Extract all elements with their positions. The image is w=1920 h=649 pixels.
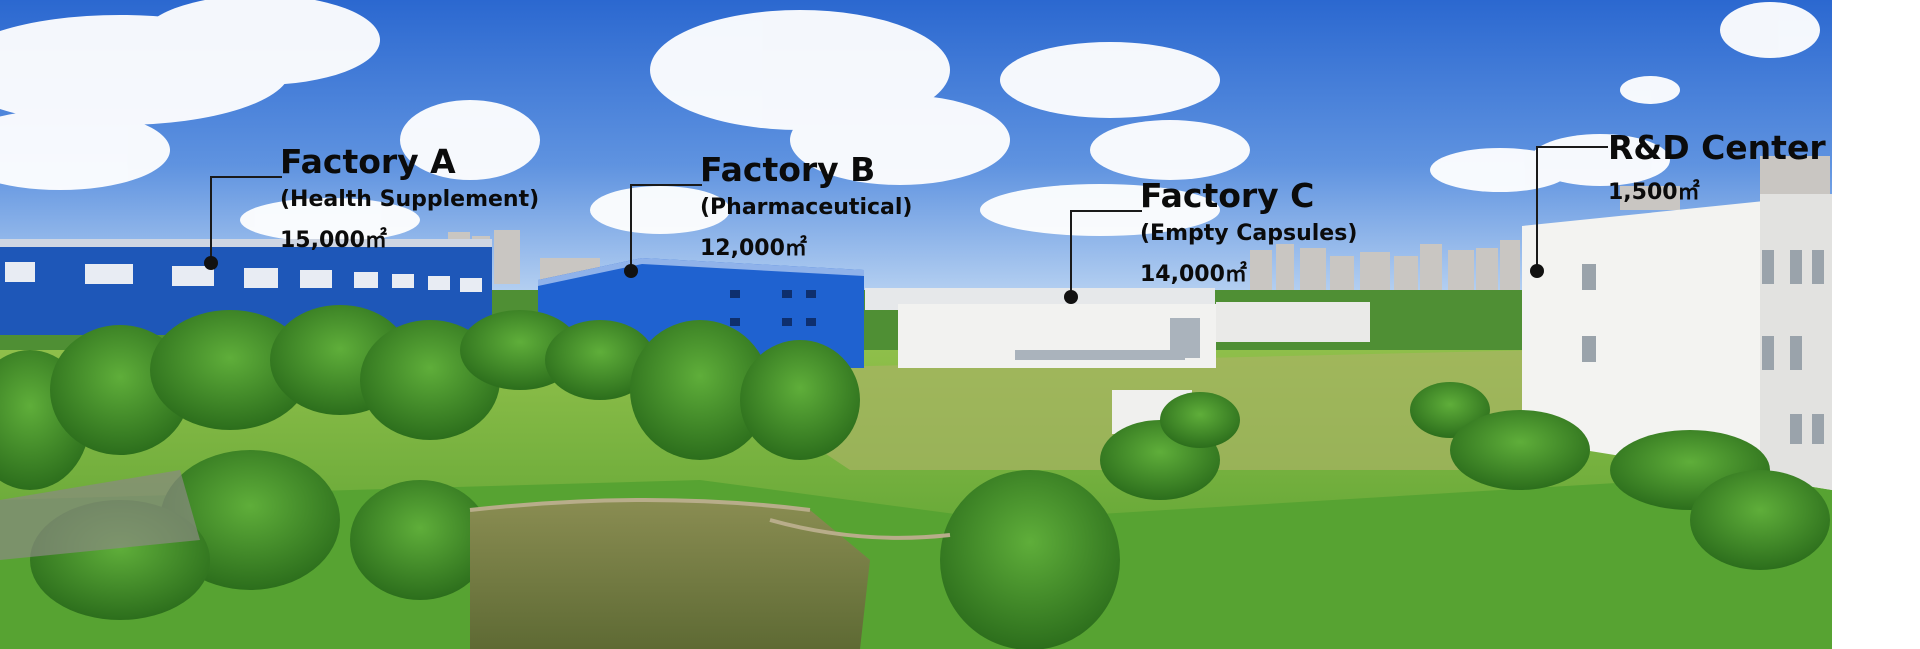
callout-subtitle: (Health Supplement) bbox=[280, 187, 540, 212]
rd-center-building bbox=[1112, 194, 1832, 490]
callout-title: Factory C bbox=[1140, 176, 1315, 215]
page-margin bbox=[1832, 0, 1920, 649]
marker-dot bbox=[1064, 290, 1078, 304]
leader-line bbox=[1536, 146, 1608, 272]
leader-line bbox=[1070, 210, 1142, 298]
marker-dot bbox=[1530, 264, 1544, 278]
leader-line bbox=[630, 184, 702, 272]
marker-dot bbox=[624, 264, 638, 278]
campus-photo bbox=[0, 0, 1832, 649]
callout-title: R&D Center bbox=[1608, 128, 1826, 167]
clouds bbox=[0, 0, 1820, 242]
marker-dot bbox=[204, 256, 218, 270]
trees bbox=[0, 305, 1830, 649]
callout-area: 14,000㎡ bbox=[1140, 262, 1247, 287]
callout-area: 15,000㎡ bbox=[280, 228, 387, 253]
leader-line bbox=[210, 176, 282, 264]
factory-c-building bbox=[865, 288, 1370, 368]
callout-subtitle: (Empty Capsules) bbox=[1140, 221, 1358, 246]
callout-title: Factory B bbox=[700, 150, 876, 189]
callout-title: Factory A bbox=[280, 142, 456, 181]
pond bbox=[470, 500, 870, 649]
callout-area: 1,500㎡ bbox=[1608, 180, 1700, 205]
callout-area: 12,000㎡ bbox=[700, 236, 807, 261]
callout-subtitle: (Pharmaceutical) bbox=[700, 195, 913, 220]
